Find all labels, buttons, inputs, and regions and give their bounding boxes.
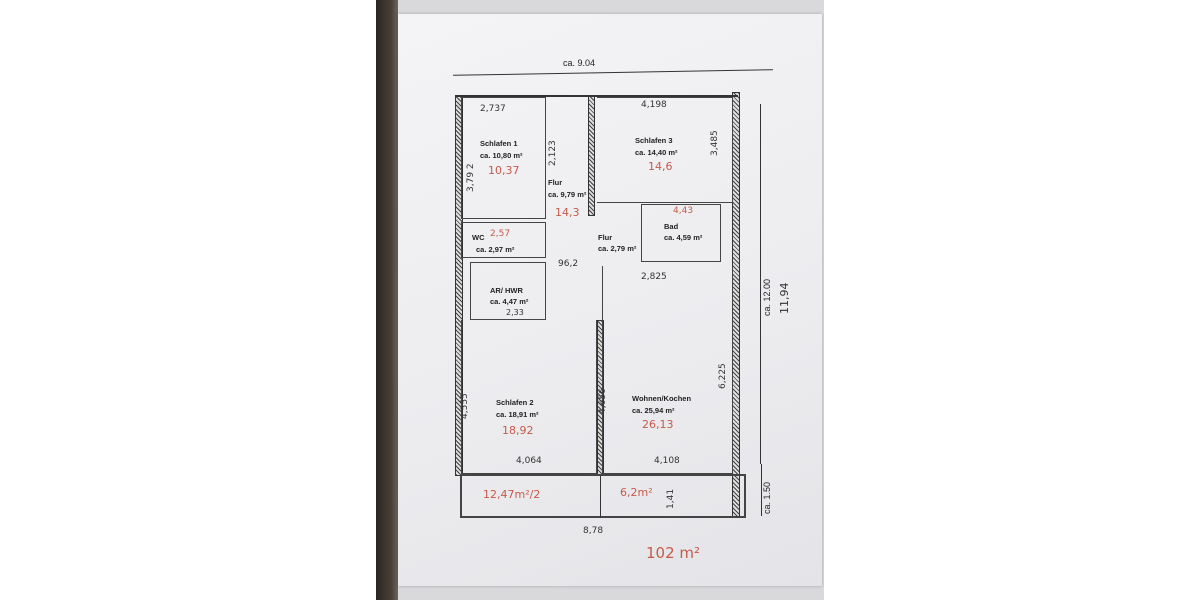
balcony-left-area: 12,47m²/2: [483, 488, 541, 501]
room-name: WC: [472, 233, 485, 242]
kitchen-height-note: 6,225: [718, 363, 728, 389]
room-wc: [461, 222, 546, 258]
room-note: 10,37: [488, 164, 520, 177]
room-note: 14,6: [648, 160, 673, 173]
room-schlafen-1: [461, 97, 546, 219]
room-area: ca. 9,79 m²: [548, 190, 587, 199]
floor-plan-paper: ca. 9.04 Schlafen 1 ca. 10,80 m² 10,37 2…: [398, 14, 822, 586]
room-name: Schlafen 2: [496, 398, 534, 407]
room-note: 14,3: [555, 206, 580, 219]
room-wohnen-kochen: [602, 266, 733, 474]
height-note: 3,485: [710, 130, 720, 156]
overall-width: ca. 9.04: [563, 58, 596, 68]
width-note: 2,737: [480, 104, 506, 114]
room-area: ca. 4,47 m²: [490, 297, 529, 306]
width-note: 4,064: [516, 456, 542, 466]
room-note: 4,43: [673, 206, 694, 216]
room-area: ca. 14,40 m²: [635, 148, 678, 157]
width-note: 4,108: [654, 456, 680, 466]
balcony-dimension-line: [761, 464, 762, 516]
wall-height-note: 4,656: [598, 388, 608, 414]
room-area: ca. 4,59 m²: [664, 233, 703, 242]
overall-height: ca. 12.00: [762, 278, 772, 316]
room-note: 18,92: [502, 424, 534, 437]
top-wall: [455, 95, 738, 97]
room-bad: [641, 204, 721, 262]
room-note: 2,57: [490, 229, 511, 239]
table-edge: [376, 0, 398, 600]
height-dimension-line: [760, 104, 761, 464]
schlafen-2-height-note: 4,555: [460, 393, 470, 419]
room-name: AR/ HWR: [490, 286, 523, 295]
room-name: Wohnen/Kochen: [632, 394, 692, 403]
right-wall: [732, 92, 740, 518]
balcony-right-area: 6,2m²: [620, 486, 653, 499]
room-area: ca. 10,80 m²: [480, 151, 523, 160]
width-note: 4,198: [641, 100, 667, 110]
total-area-note: 102 m²: [646, 544, 701, 562]
balcony-depth: ca. 1.50: [762, 481, 772, 514]
room-area: ca. 18,91 m²: [496, 410, 539, 419]
room-area: ca. 2,97 m²: [476, 245, 515, 254]
flur-length-note: 96,2: [558, 259, 579, 269]
photo: ca. 9.04 Schlafen 1 ca. 10,80 m² 10,37 2…: [376, 0, 824, 600]
room-ar-hwr: [470, 262, 546, 320]
flur-width-note: 2,123: [548, 140, 558, 166]
height-note: 3,79 2: [466, 163, 476, 192]
balcony-divider: [600, 476, 601, 518]
kitchen-width-note: 2,825: [641, 272, 667, 282]
room-name: Flur: [598, 233, 613, 242]
room-name: Bad: [664, 222, 679, 231]
room-area: ca. 25,94 m²: [632, 406, 675, 415]
room-schlafen-2: [461, 320, 597, 474]
room-note: 26,13: [642, 418, 674, 431]
balcony: [460, 474, 746, 518]
balcony-width-note: 8,78: [583, 526, 604, 536]
width-note: 2,33: [506, 308, 524, 317]
balcony-depth-note: 1,41: [666, 488, 676, 509]
room-name: Flur: [548, 178, 563, 187]
total-height-note: 11,94: [778, 282, 791, 315]
room-schlafen-3: [597, 97, 733, 203]
room-name: Schlafen 3: [635, 136, 673, 145]
room-name: Schlafen 1: [480, 139, 518, 148]
room-area: ca. 2,79 m²: [598, 244, 637, 253]
interior-wall: [588, 96, 595, 216]
width-dimension-line: [453, 69, 773, 76]
